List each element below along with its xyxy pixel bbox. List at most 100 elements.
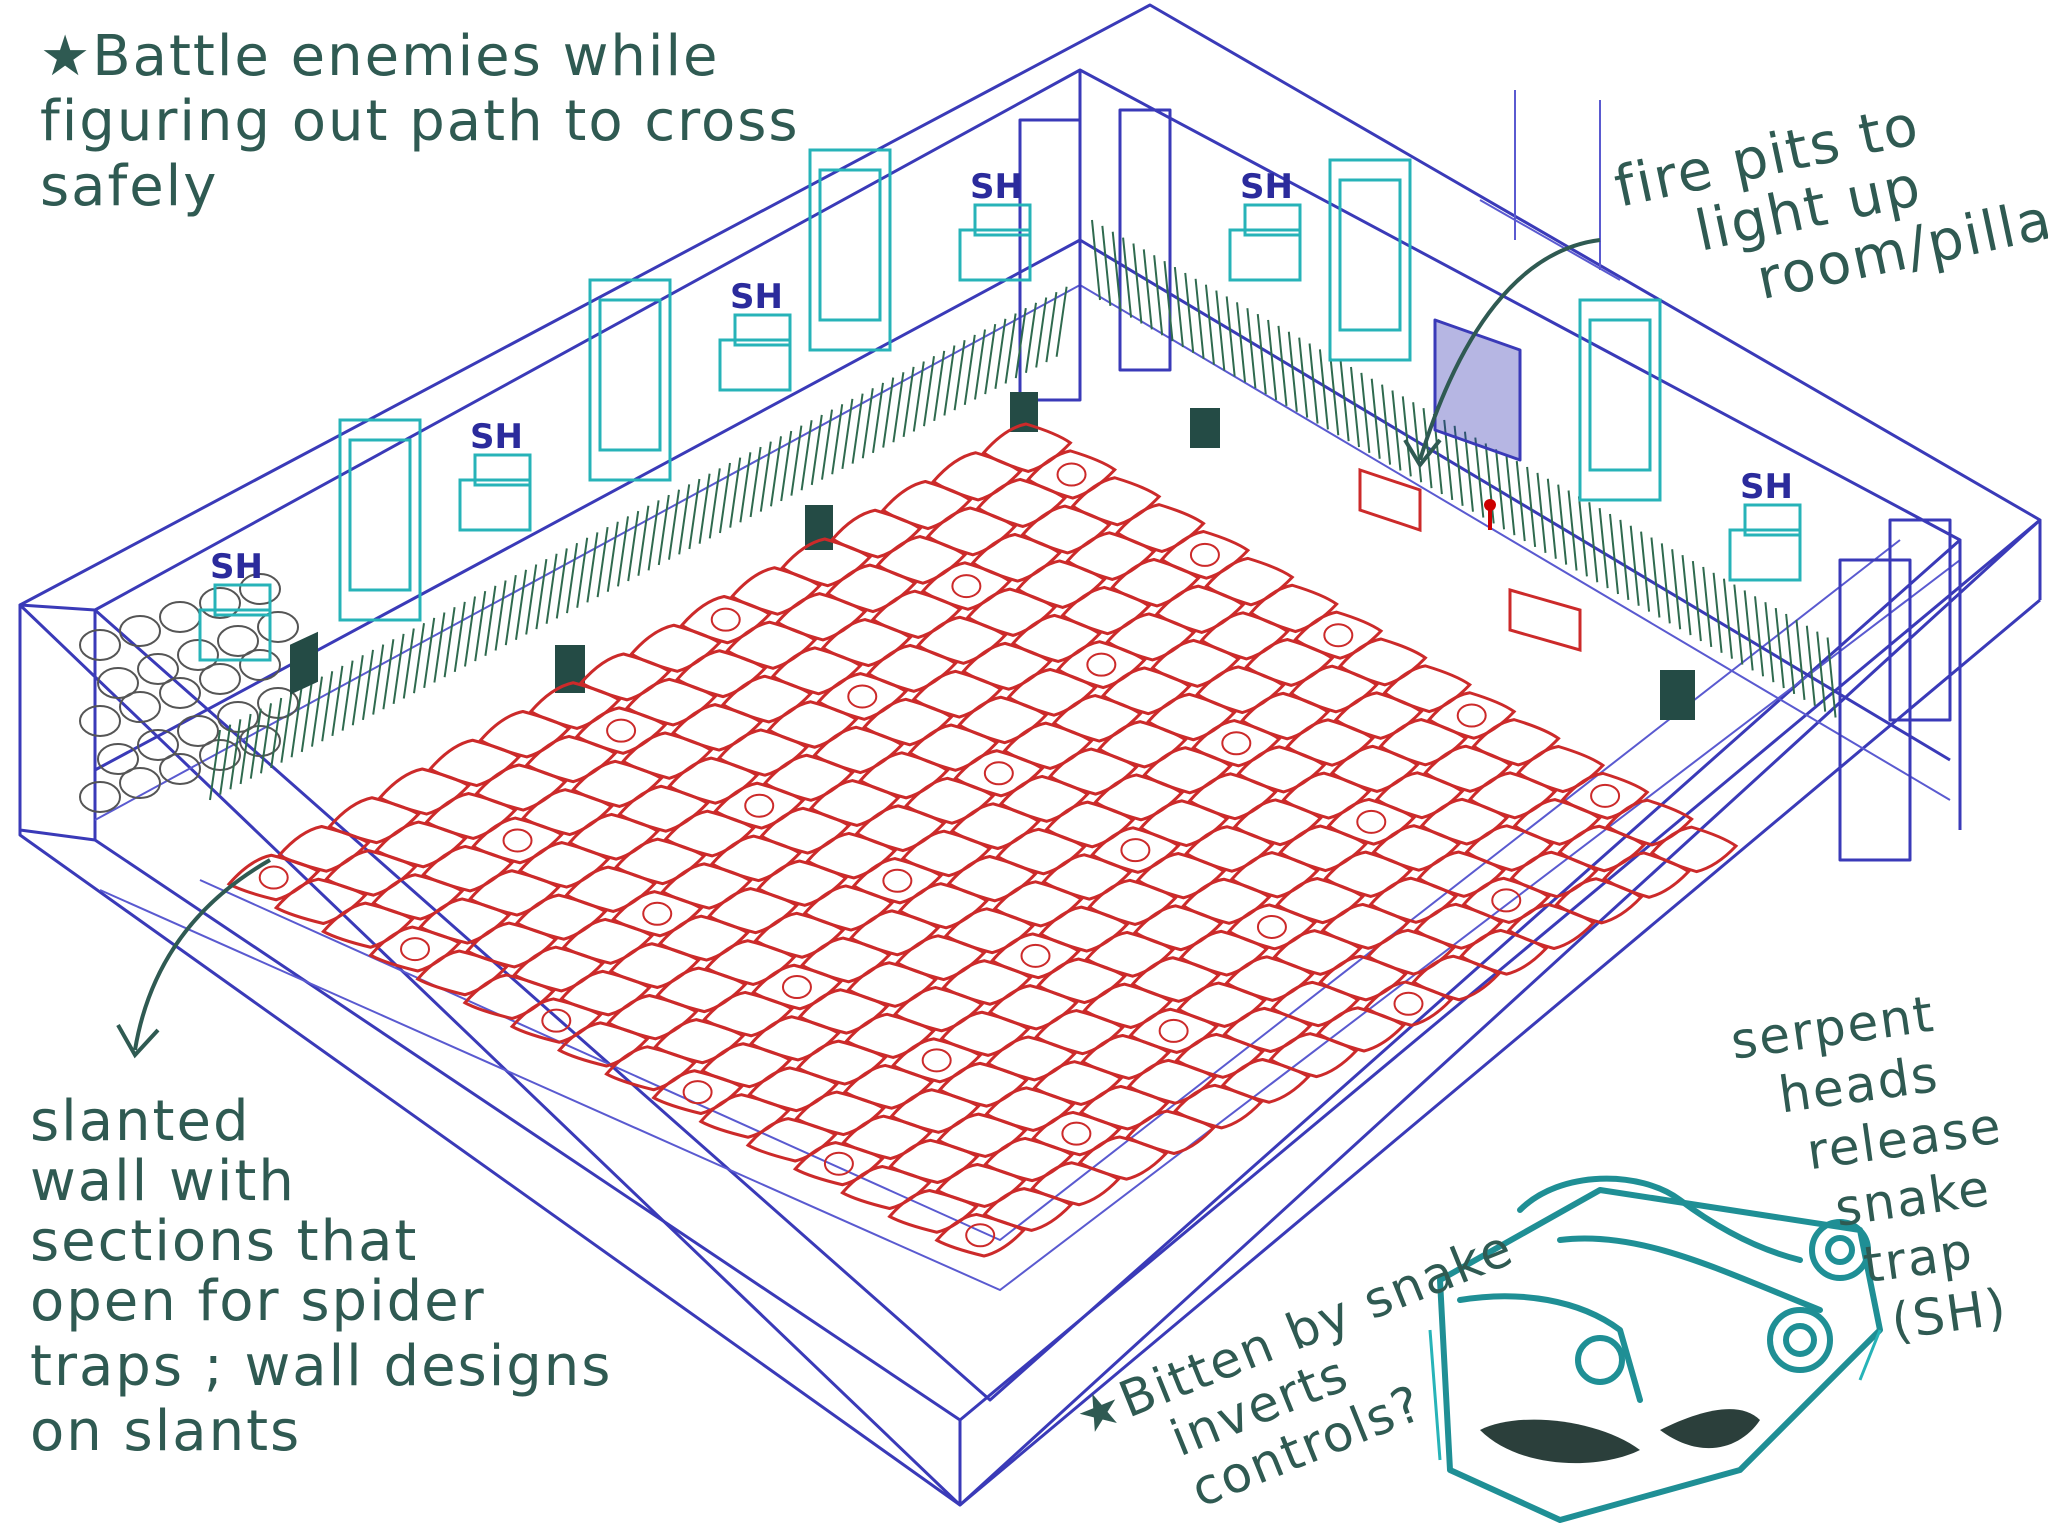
floor-tile xyxy=(769,702,856,747)
note-battle-line: safely xyxy=(40,154,218,219)
floor-tile xyxy=(1018,561,1105,607)
floor-tile xyxy=(851,911,938,955)
tile-glyph xyxy=(1087,654,1115,676)
tile-glyph xyxy=(643,903,671,925)
stone xyxy=(160,678,200,708)
floor-tile xyxy=(890,1140,977,1182)
floor-tile xyxy=(1284,773,1369,818)
spike xyxy=(1610,514,1618,594)
floor-tile xyxy=(660,916,748,960)
floor-tile xyxy=(892,1090,979,1133)
floor-tile xyxy=(923,563,1010,609)
floor-tile xyxy=(473,818,561,863)
spike xyxy=(1102,226,1110,306)
floor-tile xyxy=(995,882,1082,926)
floor-tile xyxy=(702,1044,790,1087)
floor-tile xyxy=(380,769,469,814)
floor-tile xyxy=(845,1065,932,1108)
spike xyxy=(1258,314,1266,394)
floor-tile xyxy=(1275,931,1360,975)
floor-tile xyxy=(1050,749,1136,794)
floor-tile xyxy=(992,934,1079,978)
sh-label: SH xyxy=(470,417,523,457)
floor-tile xyxy=(849,963,936,1007)
spike xyxy=(842,399,852,469)
floor-tile xyxy=(477,765,565,810)
floor-tile xyxy=(1081,1086,1167,1129)
stone xyxy=(120,616,160,646)
pillar-inner xyxy=(600,300,660,450)
tile-glyph xyxy=(1022,945,1050,967)
spike xyxy=(220,725,230,795)
spike xyxy=(506,575,516,645)
spike xyxy=(587,532,597,602)
spike xyxy=(1807,626,1815,706)
floor-tile xyxy=(712,836,800,881)
floor-tile xyxy=(663,864,751,908)
spike xyxy=(1631,526,1639,606)
floor-tile xyxy=(937,1164,1024,1206)
floor-tile xyxy=(753,965,840,1009)
pillar-inner xyxy=(1340,180,1400,330)
floor-tile xyxy=(985,1138,1072,1180)
spike xyxy=(1299,338,1307,418)
sh-label: SH xyxy=(970,167,1023,207)
floor-tile xyxy=(805,886,892,930)
fire-pit xyxy=(1360,470,1420,530)
vent xyxy=(1660,670,1695,720)
floor-tile xyxy=(1246,640,1332,686)
floor-tile xyxy=(811,781,898,826)
floor-tile xyxy=(1414,956,1499,1000)
note-battle-line: ★Battle enemies while xyxy=(40,24,719,89)
note-slanted-line: wall with xyxy=(30,1149,296,1214)
serpent-head-block xyxy=(1730,530,1800,580)
spike xyxy=(1579,496,1587,576)
floor-tile xyxy=(715,783,803,828)
floor-tile xyxy=(918,617,1005,663)
floor-tile xyxy=(1177,1034,1263,1077)
floor-tile xyxy=(955,751,1042,796)
floor-tile xyxy=(940,1063,1027,1106)
floor-tile xyxy=(613,892,701,936)
spike xyxy=(1589,502,1597,582)
spike xyxy=(730,458,740,528)
floor-tile xyxy=(952,804,1039,849)
floor-tile xyxy=(1083,1035,1169,1078)
floor-tile xyxy=(928,508,1015,555)
spike xyxy=(832,404,842,474)
spike xyxy=(536,559,546,629)
spike xyxy=(1092,220,1100,300)
spike xyxy=(1175,267,1183,347)
floor-tile xyxy=(1112,559,1198,605)
pillar-inner xyxy=(350,440,410,590)
spike xyxy=(771,436,781,506)
floor-tile xyxy=(1332,746,1417,791)
serpent-head-block xyxy=(460,480,530,530)
floor-tile xyxy=(751,1017,838,1060)
floor-tile xyxy=(677,651,765,697)
spike xyxy=(740,452,750,522)
floor-tile xyxy=(1323,904,1408,948)
floor-tile xyxy=(798,1041,885,1084)
spike xyxy=(1206,285,1214,365)
floor-tile xyxy=(719,730,807,775)
spike xyxy=(1600,508,1608,588)
note-slanted-line: on slants xyxy=(30,1399,301,1464)
spike xyxy=(475,591,485,661)
stone xyxy=(160,602,200,632)
spike xyxy=(822,410,832,480)
floor-tile xyxy=(1038,959,1124,1003)
floor-tile xyxy=(959,697,1046,742)
tile-glyph xyxy=(923,1049,951,1071)
spike xyxy=(1755,596,1763,676)
floor-tile xyxy=(673,705,761,750)
spike xyxy=(373,645,383,715)
floor-tile xyxy=(873,591,960,637)
floor-tile xyxy=(627,679,715,725)
floor-tile xyxy=(1193,721,1279,766)
floor-tile xyxy=(1202,613,1288,659)
floor-tile xyxy=(1336,693,1421,738)
floor-tile xyxy=(854,859,941,903)
floor-tile xyxy=(833,510,920,557)
floor-tile xyxy=(1186,827,1272,872)
